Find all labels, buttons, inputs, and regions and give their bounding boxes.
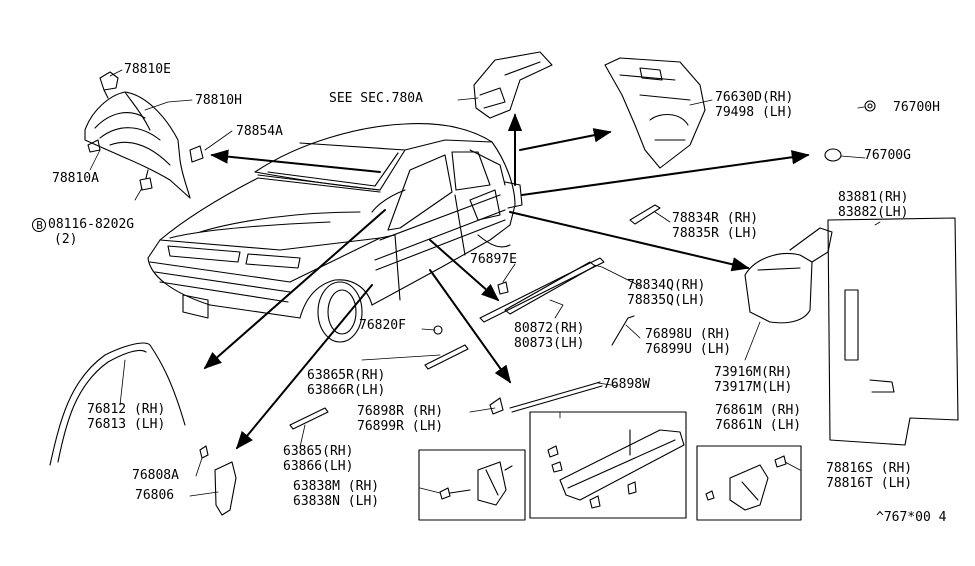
moulding-80872: [479, 257, 605, 323]
part-label-76898R[interactable]: 76898R (RH): [357, 404, 444, 419]
screw-76808A: [199, 445, 209, 459]
part-label-63865[interactable]: 63865(RH): [283, 444, 354, 459]
part-label-78835Q[interactable]: 78835Q(LH): [627, 293, 706, 308]
part-label-76806[interactable]: 76806: [135, 488, 175, 503]
part-label-78834R[interactable]: 78834R (RH): [672, 211, 759, 226]
part-label-78810E[interactable]: 78810E: [124, 62, 171, 77]
part-label-83881[interactable]: 83881(RH): [838, 190, 909, 205]
part-label-63866[interactable]: 63866(LH): [283, 459, 354, 474]
seal-76898W: [509, 381, 601, 409]
part-label-76898U[interactable]: 76898U (RH): [645, 327, 732, 342]
part-label-76813[interactable]: 76813 (LH): [87, 417, 166, 432]
part-label-79498[interactable]: 79498 (LH): [715, 105, 794, 120]
fender-liner-78810H: [84, 91, 191, 199]
part-label-76700H[interactable]: 76700H: [893, 100, 940, 115]
part-label-76808A[interactable]: 76808A: [132, 468, 179, 483]
part-label-83882[interactable]: 83882(LH): [838, 205, 909, 220]
part-label-76898W[interactable]: 76898W: [603, 377, 650, 392]
part-label-73917M[interactable]: 73917M(LH): [714, 380, 793, 395]
part-label-78816S[interactable]: 78816S (RH): [826, 461, 913, 476]
direction-arrows: [203, 113, 810, 450]
part-label-80873[interactable]: 80873(LH): [514, 336, 585, 351]
part-label-80872[interactable]: 80872(RH): [514, 321, 585, 336]
clip-78810E: [99, 71, 119, 91]
detail-box-63838: [418, 449, 526, 521]
part-label-63838M[interactable]: 63838M (RH): [293, 479, 380, 494]
bolt-badge: B: [36, 219, 43, 232]
part-label-78810H[interactable]: 78810H: [195, 93, 242, 108]
part-label-63838N[interactable]: 63838N (LH): [293, 494, 380, 509]
bracket-76806: [214, 461, 237, 516]
bolt-08116: [139, 177, 153, 191]
weatherstrip-76812: [49, 342, 186, 466]
part-label-78816T[interactable]: 78816T (LH): [826, 476, 913, 491]
strip-63865R: [424, 344, 469, 370]
plug-76700G: [824, 148, 842, 162]
part-label-76820F[interactable]: 76820F: [359, 318, 406, 333]
strip-63865: [289, 407, 329, 430]
part-label-08116[interactable]: 08116-8202G: [48, 217, 135, 232]
sheet-83881: [827, 217, 959, 446]
detail-box-78816: [696, 445, 802, 521]
part-label-76812[interactable]: 76812 (RH): [87, 402, 166, 417]
part-label-76861N[interactable]: 76861N (LH): [715, 418, 802, 433]
clip-78854A: [189, 145, 204, 163]
diagram-reference-code: ^767*00 4: [876, 510, 947, 525]
part-qty-08116: (2): [54, 232, 78, 247]
mudguard-73916M: [744, 252, 813, 324]
strip-78834R: [629, 204, 661, 225]
clip-76897E: [497, 281, 509, 295]
part-label-63866R[interactable]: 63866R(LH): [307, 383, 386, 398]
part-label-76899U[interactable]: 76899U (LH): [645, 342, 732, 357]
strip-78834Q: [504, 261, 596, 315]
part-label-76700G[interactable]: 76700G: [864, 148, 911, 163]
clip-76898R: [489, 397, 504, 415]
part-label-76899R[interactable]: 76899R (LH): [357, 419, 444, 434]
part-label-78835R[interactable]: 78835R (LH): [672, 226, 759, 241]
part-label-76630D[interactable]: 76630D(RH): [715, 90, 794, 105]
grommet-76700H: [864, 100, 876, 112]
bracket-780A: [473, 51, 553, 119]
detail-box-76861: [529, 411, 687, 519]
part-label-76897E[interactable]: 76897E: [470, 252, 517, 267]
clip-76898U: [611, 315, 635, 346]
part-label-63865R[interactable]: 63865R(RH): [307, 368, 386, 383]
part-label-78810A[interactable]: 78810A: [52, 171, 99, 186]
part-label-73916M[interactable]: 73916M(RH): [714, 365, 793, 380]
see-section-780A[interactable]: SEE SEC.780A: [329, 91, 423, 106]
panel-76630D: [604, 57, 706, 169]
car-body: [147, 123, 523, 343]
part-label-78834Q[interactable]: 78834Q(RH): [627, 278, 706, 293]
part-label-78854A[interactable]: 78854A: [236, 124, 283, 139]
part-label-76861M[interactable]: 76861M (RH): [715, 403, 802, 418]
